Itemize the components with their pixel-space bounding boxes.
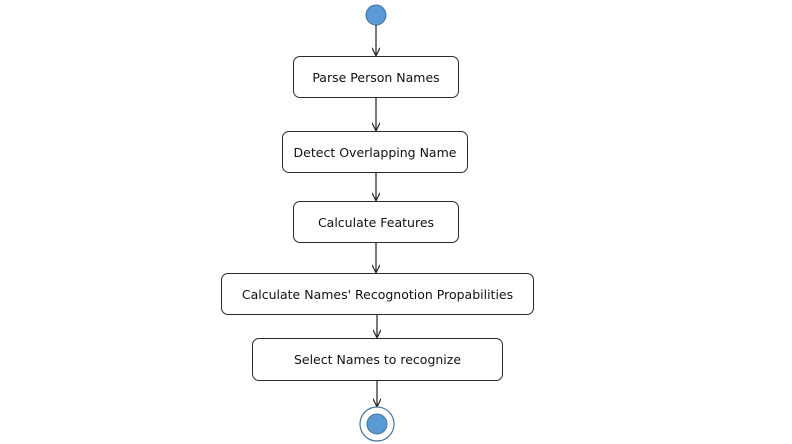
step-label: Calculate Features	[317, 214, 435, 230]
step-label: Detect Overlapping Name	[293, 144, 457, 160]
step-calculate-features: Calculate Features	[293, 201, 459, 243]
step-label: Select Names to recognize	[293, 352, 462, 367]
step-label: Parse Person Names	[312, 69, 440, 85]
step-calculate-recognition-probabilities: Calculate Names' Recognotion Propabiliti…	[221, 273, 534, 315]
step-detect-overlapping-name: Detect Overlapping Name	[282, 131, 468, 173]
start-node	[365, 4, 387, 26]
step-select-names-to-recognize: Select Names to recognize	[252, 338, 503, 381]
end-node	[359, 406, 395, 442]
step-parse-person-names: Parse Person Names	[293, 56, 459, 98]
step-label: Calculate Names' Recognotion Propabiliti…	[241, 286, 514, 302]
